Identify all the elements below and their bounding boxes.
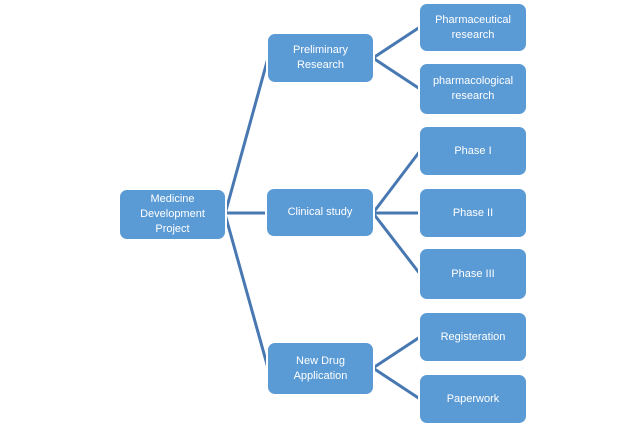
connector-line-clinical-phase1 — [371, 150, 422, 214]
node-new-drug-application: New Drug Application — [266, 341, 375, 396]
connector-line-root-preliminary — [223, 57, 270, 215]
node-label: Phase II — [452, 206, 494, 219]
node-label: Registeration — [440, 330, 506, 343]
node-phase-1: Phase I — [418, 125, 528, 177]
node-phase-3: Phase III — [418, 247, 528, 301]
node-label: Phase III — [451, 267, 495, 280]
node-preliminary-research: Preliminary Research — [266, 32, 375, 84]
node-registeration: Registeration — [418, 311, 528, 363]
node-label: pharmacological research — [432, 75, 514, 102]
node-label: Phase I — [454, 144, 492, 157]
node-medicine-development-project: Medicine Development Project — [118, 188, 227, 241]
connector-line-nda-paperwork — [372, 366, 421, 401]
node-label: New Drug Application — [293, 354, 348, 382]
connector-line-nda-registeration — [372, 335, 421, 370]
connector-line-clinical-phase3 — [371, 212, 422, 275]
node-label: Medicine Development Project — [140, 193, 205, 235]
node-label: Clinical study — [287, 206, 353, 218]
connector-line-preliminary-pharmacological — [372, 56, 421, 91]
node-paperwork: Paperwork — [418, 373, 528, 425]
node-label: Preliminary Research — [292, 44, 348, 71]
node-clinical-study: Clinical study — [265, 187, 375, 238]
node-label: Paperwork — [446, 392, 500, 405]
node-pharmacological-research: pharmacological research — [418, 62, 528, 116]
node-pharmaceutical-research: Pharmaceutical research — [418, 2, 528, 53]
connector-line-preliminary-pharmaceutical — [372, 25, 421, 60]
node-phase-2: Phase II — [418, 187, 528, 239]
node-label: Pharmaceutical research — [435, 13, 511, 41]
connector-line-root-nda — [223, 213, 270, 369]
